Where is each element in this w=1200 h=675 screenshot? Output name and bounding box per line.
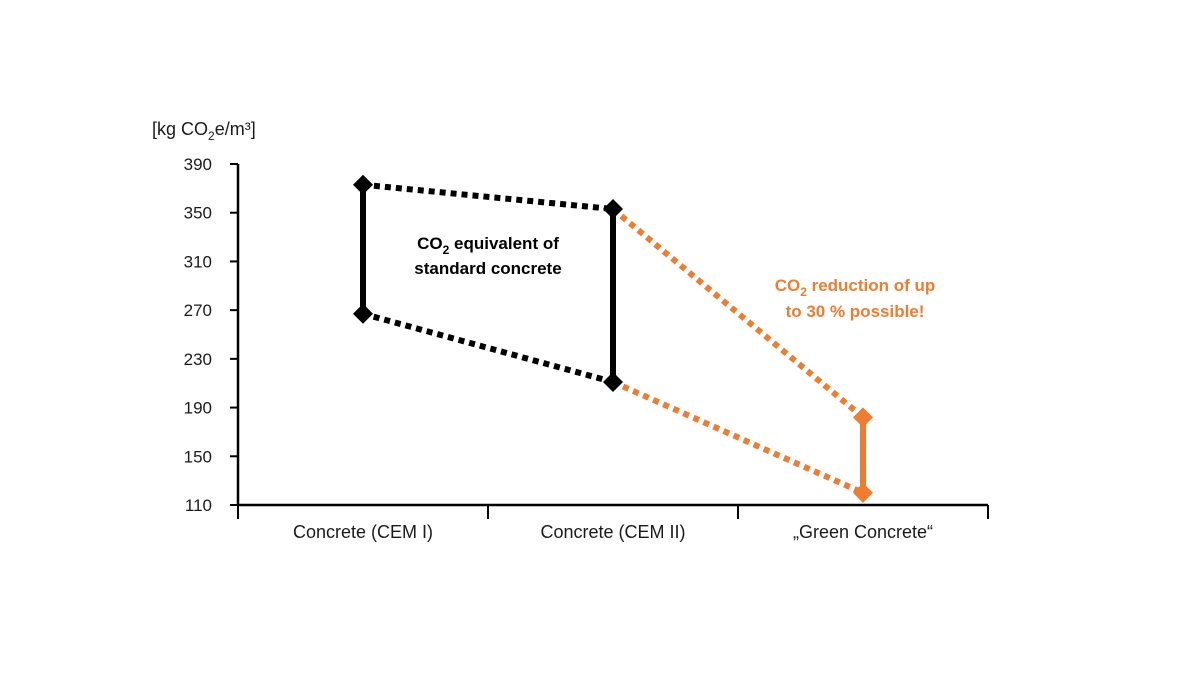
connector-low-standard [362,310,614,385]
range-high-marker [603,199,623,220]
x-category-label: „Green Concrete“ [793,522,933,542]
range-low-marker [853,482,873,503]
x-category-label: Concrete (CEM I) [293,522,433,542]
y-tick-label: 150 [184,447,212,466]
connector-lines [362,181,865,496]
y-tick-label: 350 [184,204,212,223]
range-high-marker [353,174,373,195]
y-tick-label: 270 [184,301,212,320]
y-tick-label: 390 [184,155,212,174]
range-bars [353,174,873,503]
range-high-marker [853,407,873,428]
connector-low-green [611,379,865,496]
y-axis-unit-label: [kg CO2e/m³] [152,119,256,143]
y-tick-label: 230 [184,350,212,369]
y-tick-label: 110 [185,496,212,515]
x-category-label: Concrete (CEM II) [540,522,685,542]
axes [230,163,989,519]
range-low-marker [603,371,623,392]
connector-high-standard [362,181,614,213]
range-low-marker [353,303,373,324]
y-tick-label: 310 [184,252,212,271]
y-tick-label: 190 [184,399,212,418]
